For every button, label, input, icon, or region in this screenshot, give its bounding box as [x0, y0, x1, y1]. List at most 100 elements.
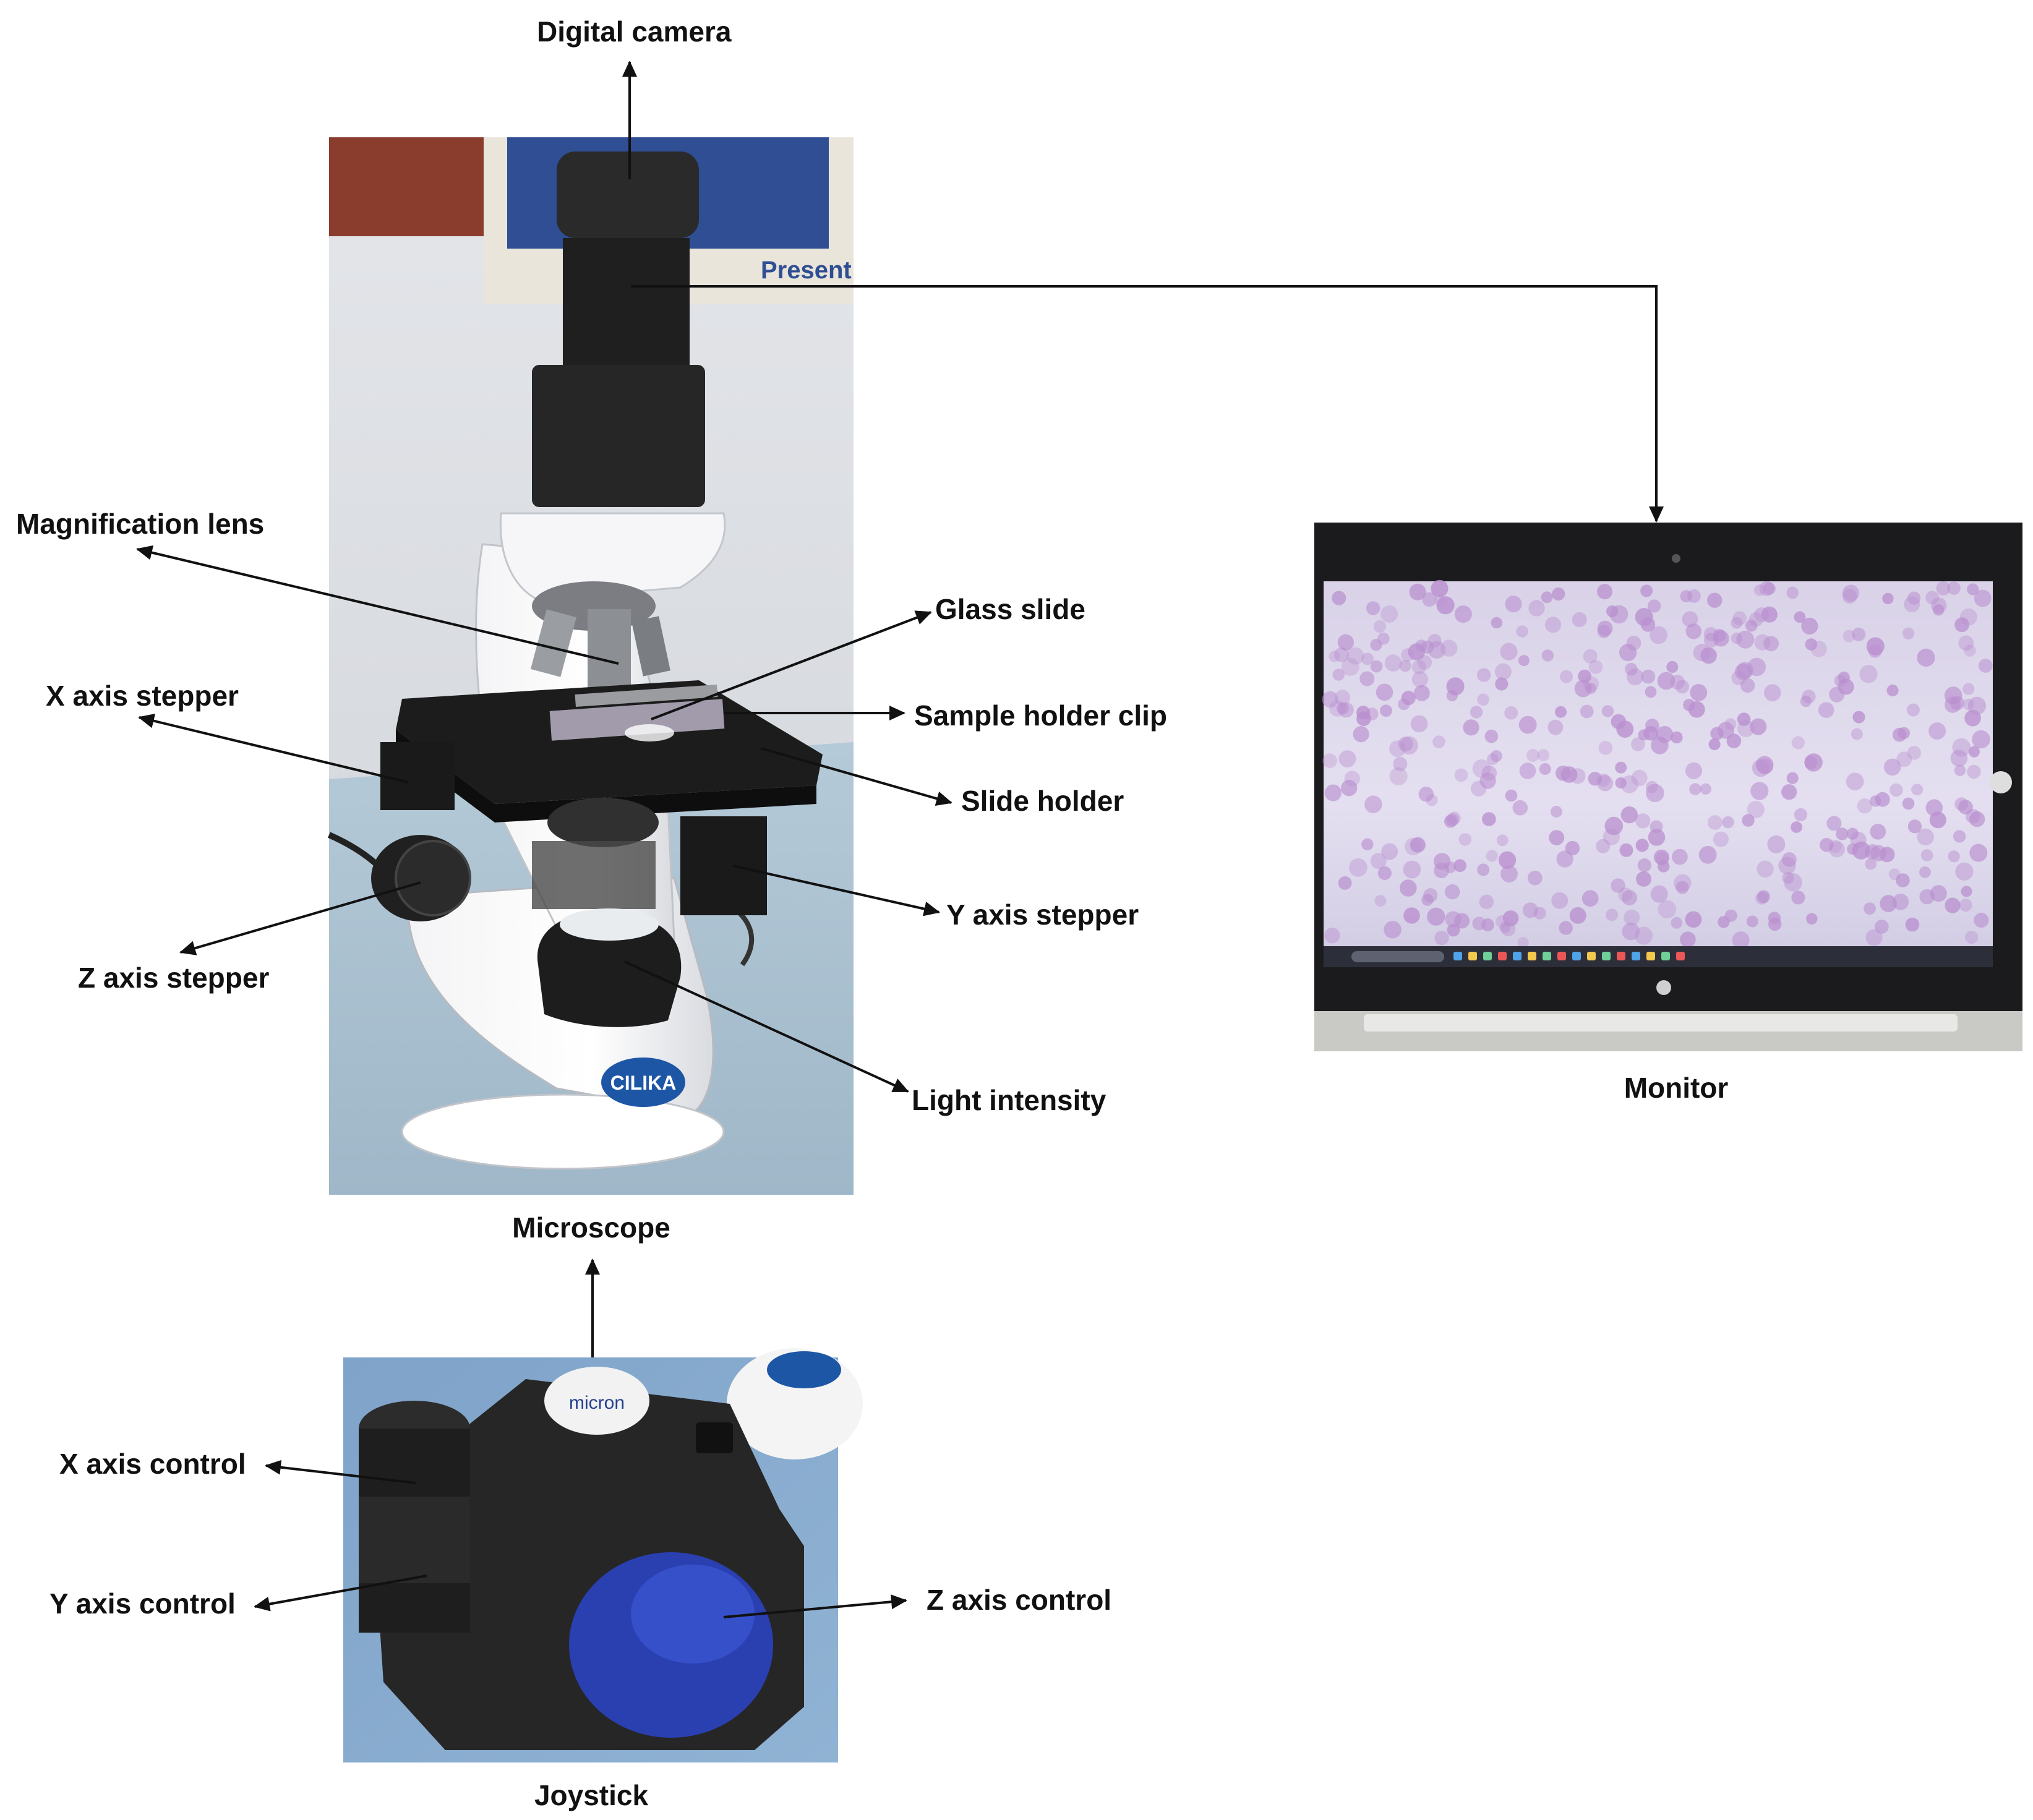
blood-cell: [1802, 690, 1816, 704]
blood-cell: [1494, 663, 1512, 680]
blood-cell: [1635, 813, 1651, 829]
blood-cell: [1846, 827, 1859, 840]
blood-cell: [1836, 827, 1849, 840]
blood-cell: [1635, 926, 1653, 945]
blood-cell: [1920, 849, 1933, 861]
blood-cell: [1866, 637, 1885, 656]
blood-cell: [1945, 696, 1961, 713]
blood-cell: [1324, 927, 1340, 944]
blood-cell: [1377, 866, 1392, 880]
blood-cell: [1778, 857, 1796, 874]
blood-cell: [1829, 686, 1845, 703]
blood-cell: [1966, 809, 1980, 824]
blood-cell: [1572, 612, 1587, 628]
blood-cell: [1349, 858, 1367, 877]
blood-cell: [1417, 655, 1432, 670]
blood-cell: [1875, 792, 1890, 807]
blood-cell: [1933, 604, 1945, 616]
blood-cell: [1898, 727, 1911, 740]
blood-cell: [1902, 797, 1915, 810]
blood-cell: [1834, 675, 1846, 687]
blood-cell: [1472, 759, 1491, 778]
blood-cell: [1498, 851, 1517, 869]
blood-cell: [1859, 665, 1878, 683]
blood-cell: [1764, 684, 1781, 701]
blood-cell: [1541, 649, 1554, 662]
blood-cell: [1882, 592, 1894, 605]
joystick-photo: micron: [343, 1348, 863, 1762]
blood-cell: [1658, 900, 1677, 919]
label-y-axis-control: Y axis control: [49, 1587, 236, 1620]
blood-cell: [1445, 884, 1460, 900]
blood-cell: [1370, 660, 1383, 673]
blood-cell: [1512, 800, 1528, 816]
label-digital-camera: Digital camera: [537, 15, 732, 48]
blood-cell: [1597, 625, 1611, 638]
taskbar-app-icon: [1572, 952, 1581, 960]
blood-cell: [1784, 873, 1802, 892]
blood-cell: [1618, 887, 1633, 902]
blood-cell: [1625, 662, 1638, 676]
blood-cell: [1865, 858, 1877, 870]
blood-cell: [1631, 769, 1648, 787]
blood-cell: [1551, 806, 1562, 818]
blood-cell: [1528, 870, 1543, 886]
blood-cell: [1418, 787, 1434, 802]
blood-cell: [1578, 669, 1592, 683]
blood-cell: [1606, 908, 1619, 921]
blood-cell: [1645, 719, 1659, 733]
blood-cell: [1931, 597, 1947, 613]
arrow-x-axis-control: [265, 1459, 416, 1484]
blood-cell: [1929, 811, 1946, 829]
blood-cell: [1615, 777, 1627, 789]
caption-microscope: Microscope: [512, 1211, 670, 1244]
blood-cell: [1657, 672, 1676, 690]
arrow-y-axis-stepper: [732, 865, 940, 916]
blood-cell: [1434, 595, 1447, 607]
label-y-axis-stepper: Y axis stepper: [946, 899, 1139, 931]
blood-cell: [1544, 617, 1562, 633]
blood-cell: [1962, 683, 1975, 695]
blood-cell: [1344, 771, 1360, 787]
blood-cell: [1601, 705, 1614, 717]
blood-cell: [1635, 839, 1649, 852]
blood-cell: [1332, 669, 1345, 681]
taskbar-app-icon: [1587, 952, 1596, 960]
blood-cell: [1426, 794, 1438, 806]
blood-cell: [1896, 751, 1912, 767]
blood-cell: [1685, 762, 1703, 779]
taskbar-app-icon: [1468, 952, 1477, 960]
blood-cell: [1384, 921, 1402, 939]
caption-monitor: Monitor: [1624, 1072, 1729, 1104]
blood-cell: [1947, 581, 1961, 595]
blood-cell: [1782, 871, 1794, 884]
blood-cell: [1804, 753, 1823, 772]
blood-cell: [1518, 655, 1530, 667]
label-magnification-lens: Magnification lens: [16, 508, 265, 540]
blood-cell: [1865, 929, 1883, 946]
blood-cell: [1334, 647, 1350, 662]
blood-cell: [1666, 660, 1679, 673]
blood-cell: [1603, 828, 1620, 845]
blood-cell: [1974, 589, 1992, 607]
blood-cell: [1974, 912, 1989, 928]
blood-cell: [1501, 921, 1516, 937]
blood-cell: [1978, 659, 1993, 673]
blood-cell: [1334, 690, 1351, 706]
blood-cell: [1954, 617, 1970, 633]
blood-cell: [1410, 837, 1426, 853]
blood-cell: [1552, 587, 1565, 601]
blood-cell: [1748, 612, 1764, 627]
blood-cell: [1911, 784, 1924, 796]
blood-cell: [1565, 840, 1580, 856]
blood-cell: [1700, 647, 1717, 664]
blood-cell: [1907, 819, 1922, 834]
blood-cell: [1486, 850, 1498, 862]
blood-cell: [1896, 873, 1910, 887]
blood-cell: [1759, 581, 1774, 596]
blood-cell: [1750, 718, 1767, 735]
blood-cell: [1427, 907, 1445, 926]
taskbar-app-icon: [1602, 952, 1611, 960]
blood-cell: [1446, 677, 1465, 696]
